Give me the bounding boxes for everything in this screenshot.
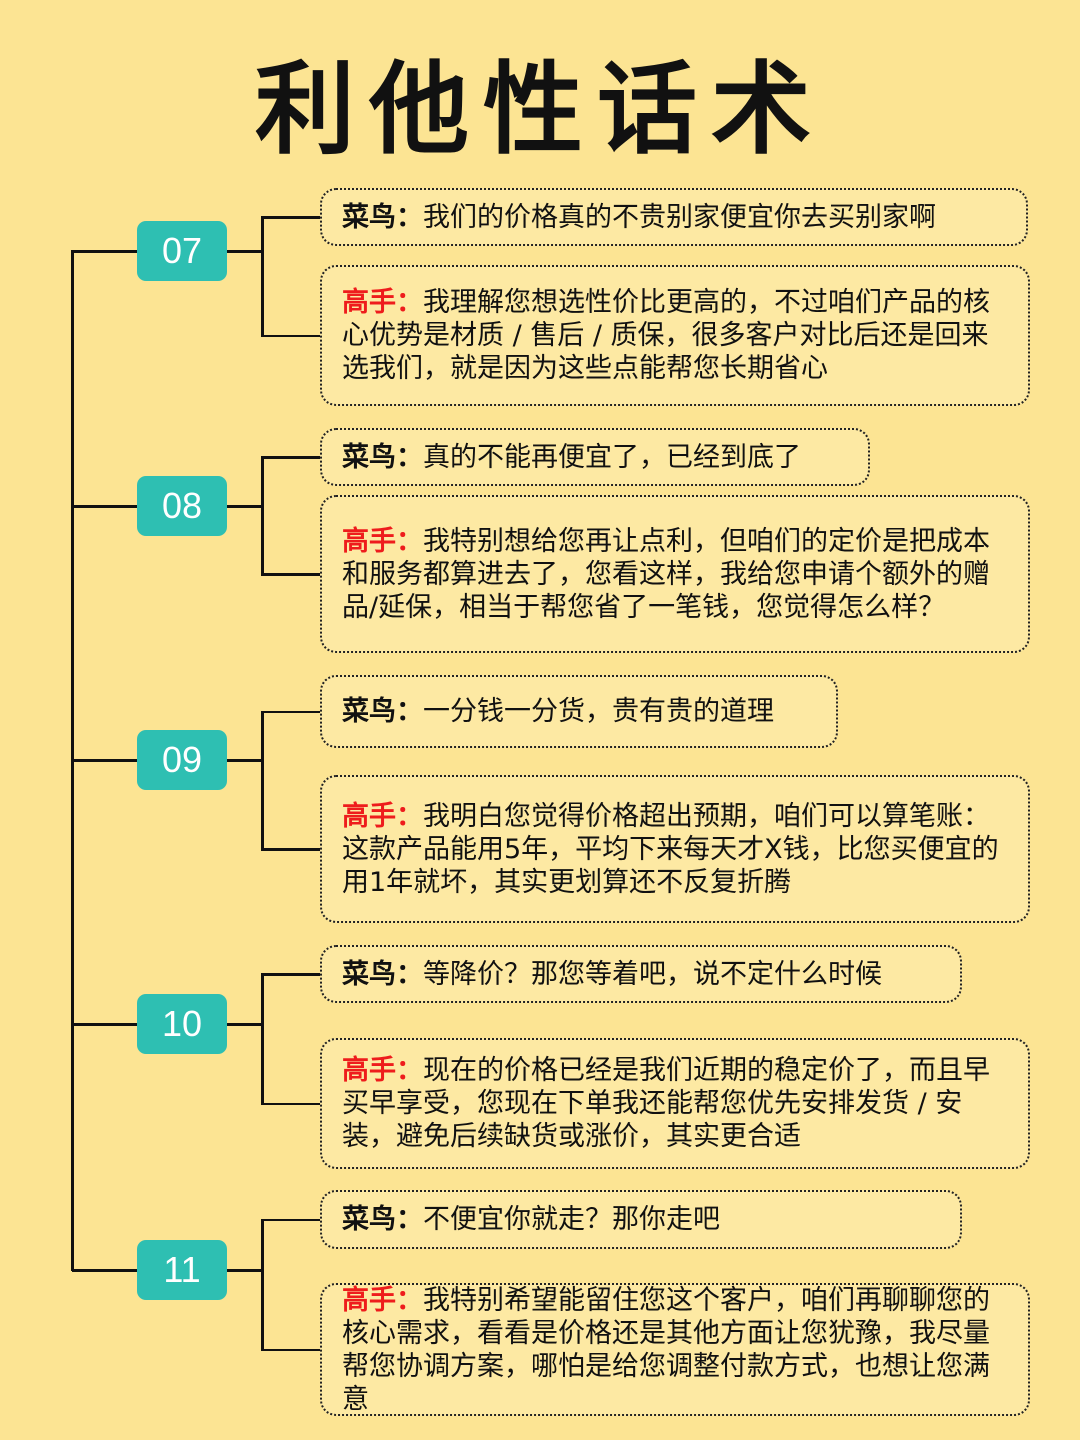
expert-connector-line (261, 334, 321, 337)
expert-reply: 高手：我理解您想选性价比更高的，不过咱们产品的核心优势是材质 / 售后 / 质保… (342, 286, 1010, 385)
novice-text: 真的不能再便宜了，已经到底了 (423, 441, 801, 473)
expert-label: 高手： (342, 800, 423, 832)
badge-connector-line (227, 1023, 263, 1026)
section-number-badge: 11 (137, 1240, 227, 1300)
expert-reply: 高手：我明白您觉得价格超出预期，咱们可以算笔账：这款产品能用5年，平均下来每天才… (342, 800, 1010, 899)
trunk-branch-line (72, 250, 138, 253)
expert-label: 高手： (342, 287, 423, 318)
expert-connector-line (261, 1348, 321, 1351)
expert-connector-line (261, 848, 321, 851)
novice-label: 菜鸟： (342, 696, 423, 727)
expert-reply-box: 高手：我特别想给您再让点利，但咱们的定价是把成本和服务都算进去了，您看这样，我给… (320, 495, 1030, 653)
expert-connector-line (261, 573, 321, 576)
novice-reply-box: 菜鸟：等降价？那您等着吧，说不定什么时候 (320, 945, 962, 1003)
fork-line (261, 973, 264, 1105)
novice-reply-box: 菜鸟：真的不能再便宜了，已经到底了 (320, 428, 870, 486)
expert-label: 高手： (342, 1284, 423, 1316)
badge-connector-line (227, 1269, 263, 1272)
novice-reply: 菜鸟：等降价？那您等着吧，说不定什么时候 (342, 958, 942, 991)
novice-reply-box: 菜鸟：一分钱一分货，贵有贵的道理 (320, 675, 838, 748)
expert-reply: 高手：我特别希望能留住您这个客户，咱们再聊聊您的核心需求，看看是价格还是其他方面… (342, 1284, 1010, 1416)
expert-reply-box: 高手：我明白您觉得价格超出预期，咱们可以算笔账：这款产品能用5年，平均下来每天才… (320, 775, 1030, 923)
novice-connector-line (261, 456, 321, 459)
novice-reply-box: 菜鸟：我们的价格真的不贵别家便宜你去买别家啊 (320, 188, 1028, 246)
section-number-badge: 09 (137, 730, 227, 790)
expert-text: 我明白您觉得价格超出预期，咱们可以算笔账：这款产品能用5年，平均下来每天才X钱，… (342, 800, 999, 898)
novice-reply: 菜鸟：我们的价格真的不贵别家便宜你去买别家啊 (342, 201, 1008, 234)
section-number-badge: 08 (137, 476, 227, 536)
trunk-branch-line (72, 759, 138, 762)
expert-reply: 高手：我特别想给您再让点利，但咱们的定价是把成本和服务都算进去了，您看这样，我给… (342, 525, 1010, 624)
novice-label: 菜鸟： (342, 441, 423, 473)
novice-reply-box: 菜鸟：不便宜你就走？那你走吧 (320, 1190, 962, 1249)
novice-reply: 菜鸟：不便宜你就走？那你走吧 (342, 1203, 942, 1236)
fork-line (261, 216, 264, 337)
novice-connector-line (261, 973, 321, 976)
expert-reply-box: 高手：我理解您想选性价比更高的，不过咱们产品的核心优势是材质 / 售后 / 质保… (320, 265, 1030, 406)
trunk-branch-line (72, 505, 138, 508)
fork-line (261, 456, 264, 575)
novice-label: 菜鸟： (342, 201, 423, 233)
fork-line (261, 1218, 264, 1351)
novice-reply: 菜鸟：真的不能再便宜了，已经到底了 (342, 441, 850, 474)
novice-label: 菜鸟： (342, 958, 423, 990)
badge-connector-line (227, 250, 263, 253)
page-title: 利他性话术 (255, 51, 825, 168)
expert-text: 现在的价格已经是我们近期的稳定价了，而且早买早享受，您现在下单我还能帮您优先安排… (342, 1055, 990, 1152)
novice-connector-line (261, 710, 321, 713)
section-number-badge: 07 (137, 221, 227, 281)
badge-connector-line (227, 759, 263, 762)
expert-reply-box: 高手：我特别希望能留住您这个客户，咱们再聊聊您的核心需求，看看是价格还是其他方面… (320, 1283, 1030, 1416)
novice-text: 一分钱一分货，贵有贵的道理 (423, 696, 774, 727)
expert-label: 高手： (342, 1055, 423, 1086)
expert-text: 我理解您想选性价比更高的，不过咱们产品的核心优势是材质 / 售后 / 质保，很多… (342, 287, 990, 384)
expert-text: 我特别想给您再让点利，但咱们的定价是把成本和服务都算进去了，您看这样，我给您申请… (342, 525, 990, 623)
badge-connector-line (227, 505, 263, 508)
novice-reply: 菜鸟：一分钱一分货，贵有贵的道理 (342, 695, 818, 728)
expert-connector-line (261, 1102, 321, 1105)
novice-text: 不便宜你就走？那你走吧 (423, 1204, 720, 1235)
trunk-branch-line (72, 1023, 138, 1026)
expert-reply: 高手：现在的价格已经是我们近期的稳定价了，而且早买早享受，您现在下单我还能帮您优… (342, 1054, 1010, 1153)
section-number-badge: 10 (137, 994, 227, 1054)
expert-label: 高手： (342, 525, 423, 557)
novice-connector-line (261, 1218, 321, 1221)
novice-connector-line (261, 216, 321, 219)
expert-reply-box: 高手：现在的价格已经是我们近期的稳定价了，而且早买早享受，您现在下单我还能帮您优… (320, 1038, 1030, 1169)
fork-line (261, 710, 264, 850)
trunk-branch-line (72, 1269, 138, 1272)
expert-text: 我特别希望能留住您这个客户，咱们再聊聊您的核心需求，看看是价格还是其他方面让您犹… (342, 1284, 990, 1415)
novice-text: 等降价？那您等着吧，说不定什么时候 (423, 958, 882, 990)
novice-label: 菜鸟： (342, 1204, 423, 1235)
novice-text: 我们的价格真的不贵别家便宜你去买别家啊 (423, 201, 936, 233)
